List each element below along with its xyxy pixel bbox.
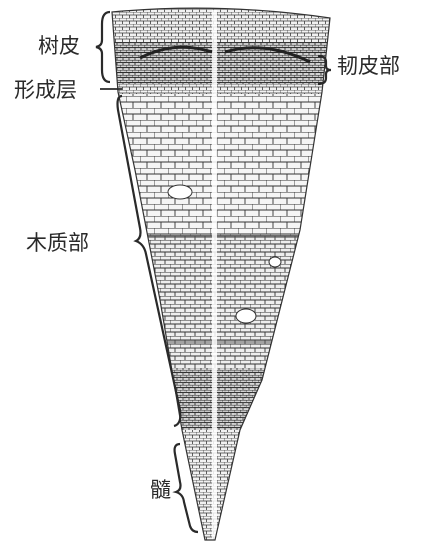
pith-region (112, 430, 330, 540)
vessel (235, 308, 257, 324)
label-pith: 髓 (150, 478, 171, 502)
vessel (167, 184, 193, 200)
phloem-brace (317, 54, 332, 86)
medullary-ray (212, 10, 217, 540)
xylem-ring-outer (112, 94, 330, 234)
phloem-layer (112, 42, 330, 84)
label-phloem: 韧皮部 (337, 54, 400, 78)
xylem-ring-inner (112, 238, 330, 368)
label-bark: 树皮 (38, 34, 80, 58)
vessel (268, 256, 282, 268)
label-cambium: 形成层 (14, 78, 77, 102)
xylem-brace (116, 94, 182, 428)
cambium-layer (112, 84, 330, 94)
label-xylem: 木质部 (26, 231, 89, 255)
wedge-outline (111, 7, 331, 541)
wedge-tissue (112, 8, 330, 540)
pith-brace (172, 442, 199, 534)
bark-brace (95, 10, 111, 84)
bark-layer (112, 8, 330, 42)
